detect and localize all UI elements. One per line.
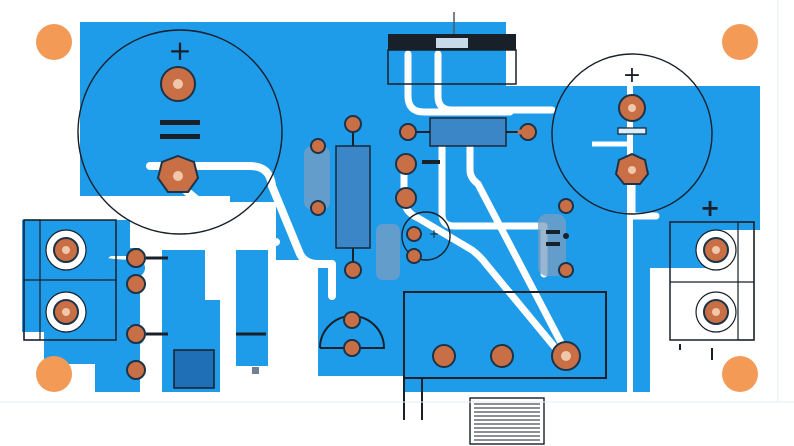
large-capacitor-plus-label: + [168,34,191,67]
left-blurred-component [304,146,330,210]
potentiometer-pad-1 [432,344,456,368]
white-trace-cap-link [174,180,280,246]
small-capacitor-pad-bottom-hole [628,166,636,174]
large-capacitor-polarity-mark-bottom [160,134,200,139]
output-terminal-pad-top-hole [712,246,720,254]
small-capacitor-polarity-mark [617,127,647,135]
top-regulator-outline [387,49,517,85]
small-module-left [173,349,215,389]
white-trace-top [404,50,514,116]
small-round-part-outline [401,211,451,261]
mounting-hole-bottom-right [722,356,758,392]
large-capacitor-polarity-mark-top [160,120,200,125]
center-blurred-component [376,224,400,280]
mounting-hole-top-left [36,24,72,60]
potentiometer-outline [403,291,607,379]
small-capacitor-pad-top-hole [628,104,636,112]
horizontal-resistor-body [429,117,507,147]
input-terminal-pad-top-hole [62,246,70,254]
output-terminal-right-bar [737,221,755,341]
white-trace-center [438,118,548,230]
right-blurred-component-pad-bottom [558,262,574,278]
white-trace-left [146,162,336,300]
mounting-hole-bottom-left [36,356,72,392]
large-capacitor-outline [77,29,283,235]
white-trace-top-2 [434,50,556,114]
mounting-hole-top-right [722,24,758,60]
potentiometer-pad-2 [490,344,514,368]
center-pad-middle [395,187,417,209]
small-capacitor-outline [551,53,713,215]
large-capacitor-pad-top-hole [173,79,183,89]
transistor-pad-top [343,311,361,329]
copper-pour-main [80,22,760,392]
small-round-part-plus-label: + [429,227,439,241]
potentiometer-ridges [474,403,540,441]
small-round-part-pad-bottom [406,248,422,264]
small-round-part-pad-top [406,226,422,242]
copper-pour-center-left [236,250,268,366]
vertical-resistor-body [335,145,371,249]
small-capacitor-plus-label: + [623,63,641,88]
left-pad-1 [126,248,146,268]
white-trace-to-pot [466,120,572,360]
left-pad-2 [126,274,146,294]
left-pad-4 [126,360,146,380]
left-blurred-component-pad-top [310,138,326,154]
small-via-left [252,367,259,374]
output-terminal-plus-label: + [700,194,720,222]
left-blurred-component-pad-bottom [310,200,326,216]
potentiometer-shaft-base [469,397,545,445]
right-blur-mark-line-1 [546,230,560,234]
top-regulator-highlight [436,38,468,48]
small-via-center-right [517,129,523,135]
vertical-resistor-pad-bottom [344,261,362,279]
output-terminal-pad-bottom-hole [712,308,720,316]
copper-pour-right [640,88,760,230]
right-blur-mark-line-2 [546,242,560,246]
right-blurred-component-pad-top [558,198,574,214]
vertical-resistor-pad-top [344,115,362,133]
right-blur-mark [563,233,569,239]
center-pad-upper [395,153,417,175]
potentiometer-pad-3-hole [561,351,571,361]
horizontal-resistor-pad-left [399,123,417,141]
input-terminal-pad-bottom-hole [62,308,70,316]
left-pad-3 [126,324,146,344]
transistor-pad-bottom [343,339,361,357]
large-capacitor-pad-bottom-hole [173,171,183,181]
